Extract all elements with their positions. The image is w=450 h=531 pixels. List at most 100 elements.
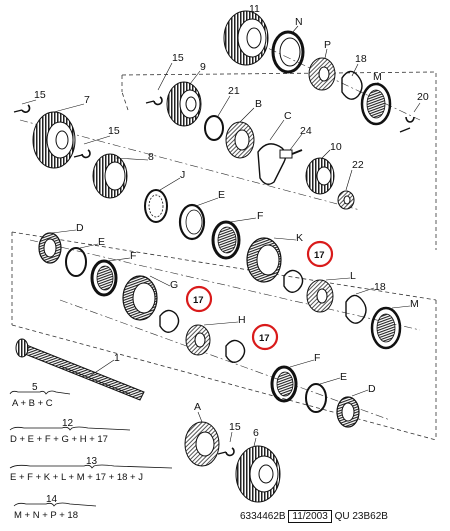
leader-lines (21, 9, 421, 447)
kit-12: 12 D + E + F + G + H + 17 (9, 418, 131, 445)
synchro-ring-N (271, 30, 305, 74)
circlip-15-mid (73, 149, 91, 159)
label-K: K (296, 232, 303, 244)
label-C: C (284, 110, 292, 122)
label-M-top: M (373, 71, 382, 83)
ring-F-mid (211, 220, 241, 260)
spring-17-left (159, 309, 180, 333)
gear-7 (32, 111, 76, 169)
label-J: J (180, 169, 185, 181)
ring-E-mid (178, 203, 206, 241)
main-shaft-1 (15, 338, 145, 401)
nut-22 (337, 190, 355, 210)
kit-14-formula: M + N + P + 18 (14, 510, 78, 521)
bolt-24 (291, 149, 303, 155)
part-labels: 11 N P 18 M 20 15 9 21 B C 24 15 7 15 8 … (34, 3, 429, 439)
label-E-lower: E (340, 371, 347, 383)
circlip-20 (399, 116, 415, 133)
label-18-top: 18 (355, 53, 367, 65)
washer-21 (204, 115, 224, 141)
spring-17-right (225, 339, 246, 363)
ring-D-upper (38, 232, 62, 264)
spring-17-mid (283, 269, 304, 293)
gear-6 (235, 445, 281, 503)
label-D-upper: D (76, 222, 84, 234)
label-H: H (238, 314, 246, 326)
circlip-15-upper (145, 96, 163, 106)
kit-12-number: 12 (62, 418, 74, 429)
label-18-mid: 18 (374, 281, 386, 293)
label-17-a: 17 (314, 250, 325, 261)
spring-18-mid (345, 294, 367, 324)
label-9: 9 (200, 61, 206, 73)
spring-ring-18-top (341, 70, 363, 100)
kit-13-formula: E + F + K + L + M + 17 + 18 + J (10, 472, 143, 483)
highlight-circles (185, 240, 334, 351)
kit-5: 5 A + B + C (9, 382, 71, 409)
ring-E-lower (305, 383, 327, 413)
kit-14-number: 14 (46, 494, 58, 505)
label-1: 1 (114, 352, 120, 364)
label-8: 8 (148, 151, 154, 163)
label-F-lower: F (314, 352, 320, 364)
label-15-c: 15 (108, 125, 120, 137)
label-22: 22 (352, 159, 364, 171)
kit-13: 13 E + F + K + L + M + 17 + 18 + J (9, 456, 173, 483)
kit-5-number: 5 (32, 382, 38, 393)
label-D-lower: D (368, 383, 376, 395)
ring-F-upper (90, 259, 118, 297)
label-20: 20 (417, 91, 429, 103)
hub-P (308, 57, 336, 91)
label-E-upper: E (98, 236, 105, 248)
label-B: B (255, 98, 262, 110)
circlip-15-left (13, 104, 31, 113)
label-17-c: 17 (259, 333, 270, 344)
kit-12-formula: D + E + F + G + H + 17 (10, 434, 108, 445)
label-15-b: 15 (34, 89, 46, 101)
kit-13-number: 13 (86, 456, 98, 467)
bearing-A (184, 421, 220, 467)
sleeve-G (122, 275, 158, 321)
hub-H (185, 324, 211, 356)
label-15-d: 15 (229, 421, 241, 433)
synchro-ring-M-top (360, 82, 392, 126)
label-10: 10 (330, 141, 342, 153)
label-11: 11 (249, 3, 260, 15)
label-A: A (194, 401, 201, 413)
shift-fork-C (257, 143, 293, 185)
sleeve-K (246, 237, 282, 283)
label-6: 6 (253, 427, 259, 439)
circlip-15-lower (217, 447, 235, 457)
label-M-mid: M (410, 298, 419, 310)
label-E-mid: E (218, 189, 225, 201)
ring-J (144, 189, 168, 223)
assembly-frame-lower (11, 231, 437, 441)
label-N: N (295, 16, 303, 28)
hub-L (306, 279, 334, 313)
bearing-B (225, 121, 255, 159)
ring-E-upper (65, 247, 87, 277)
label-L: L (350, 270, 356, 282)
label-P: P (324, 39, 331, 51)
label-21: 21 (228, 85, 240, 97)
label-F-mid: F (257, 210, 263, 222)
ring-D-lower (336, 396, 360, 428)
drawing-date: 11/2003 (288, 510, 332, 523)
label-7: 7 (84, 94, 90, 106)
kit-5-formula: A + B + C (12, 398, 53, 409)
kit-14: 14 M + N + P + 18 (13, 494, 97, 521)
ring-M-mid (370, 306, 402, 350)
gear-8 (92, 153, 128, 199)
label-24: 24 (300, 125, 312, 137)
assembly-frame-upper (121, 71, 437, 250)
label-G: G (170, 279, 178, 291)
drawing-reference: 6334462B 11/2003 QU 23B62B (240, 510, 388, 524)
ring-F-lower (270, 365, 298, 403)
drawing-number: 6334462B (240, 511, 286, 522)
label-15-a: 15 (172, 52, 184, 64)
gear-11 (223, 10, 269, 66)
gear-9 (166, 81, 202, 127)
gear-10 (305, 157, 335, 195)
label-F-upper: F (130, 250, 136, 262)
